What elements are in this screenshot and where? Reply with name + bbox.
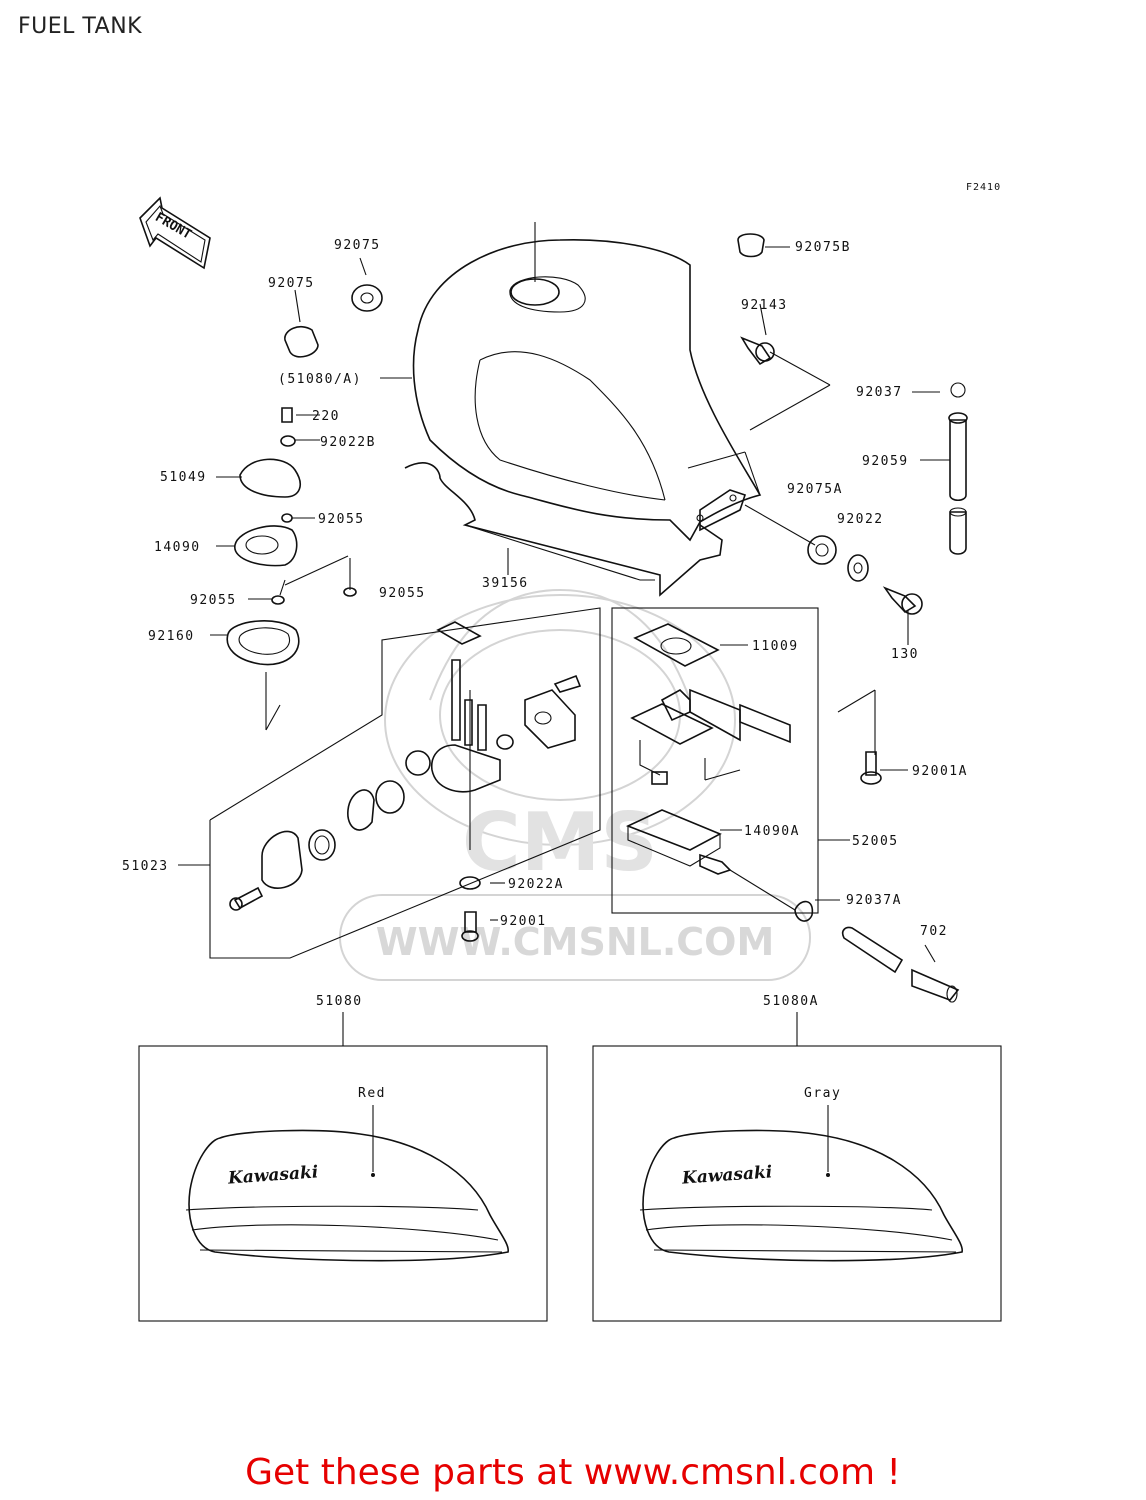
kawasaki-badge-gray: Kawasaki bbox=[680, 1162, 772, 1188]
watermark-url: WWW.CMSNL.COM bbox=[376, 920, 775, 964]
footer-promo-link[interactable]: Get these parts at www.cmsnl.com ! bbox=[245, 1452, 901, 1493]
label-39156: 39156 bbox=[482, 576, 529, 591]
label-51080A: 51080A bbox=[763, 994, 819, 1009]
front-direction-arrow: FRONT bbox=[139, 196, 211, 270]
clip-92037A bbox=[794, 900, 814, 922]
fuel-gauge-assembly-52005 bbox=[611, 607, 850, 914]
part-labels: 92075 92075 92075B 92143 92037 (51080/A)… bbox=[122, 238, 968, 1009]
leader-lines bbox=[178, 246, 950, 963]
label-220: 220 bbox=[312, 409, 340, 424]
kawasaki-badge-red: Kawasaki bbox=[226, 1162, 318, 1188]
cms-watermark: CMS WWW.CMSNL.COM bbox=[339, 588, 811, 981]
label-92037A: 92037A bbox=[846, 893, 902, 908]
label-92143: 92143 bbox=[741, 298, 788, 313]
label-92075A: 92075A bbox=[787, 482, 843, 497]
label-92059: 92059 bbox=[862, 454, 909, 469]
label-92022A: 92022A bbox=[508, 877, 564, 892]
label-92001: 92001 bbox=[500, 914, 547, 929]
bolt-92001A bbox=[860, 751, 882, 785]
label-52005: 52005 bbox=[852, 834, 899, 849]
label-51080: 51080 bbox=[316, 994, 363, 1009]
label-51023: 51023 bbox=[122, 859, 169, 874]
label-51049: 51049 bbox=[160, 470, 207, 485]
label-702: 702 bbox=[920, 924, 948, 939]
hose-702 bbox=[841, 926, 960, 1003]
label-92022: 92022 bbox=[837, 512, 884, 527]
variant-panel-red: Red Kawasaki bbox=[138, 1012, 548, 1322]
label-92055-a: 92055 bbox=[318, 512, 365, 527]
label-92075-a: 92075 bbox=[334, 238, 381, 253]
page-title: FUEL TANK bbox=[18, 14, 143, 39]
label-51080-ref: (51080/A) bbox=[278, 372, 362, 387]
small-parts bbox=[226, 233, 968, 666]
variant-panel-gray: Gray Kawasaki bbox=[592, 1012, 1002, 1322]
label-130: 130 bbox=[891, 647, 919, 662]
fuel-tap-assembly-51023 bbox=[209, 607, 601, 959]
figure-code: F2410 bbox=[966, 182, 1001, 193]
label-92160: 92160 bbox=[148, 629, 195, 644]
label-92022B: 92022B bbox=[320, 435, 376, 450]
label-92037: 92037 bbox=[856, 385, 903, 400]
label-92001A: 92001A bbox=[912, 764, 968, 779]
variant-color-red: Red bbox=[358, 1086, 386, 1101]
label-92055-b: 92055 bbox=[190, 593, 237, 608]
fuel-tank-parts-diagram: CMS WWW.CMSNL.COM F2410 FRONT bbox=[122, 182, 1002, 1322]
label-11009: 11009 bbox=[752, 639, 799, 654]
fuel-tank bbox=[404, 222, 762, 597]
label-92075-b: 92075 bbox=[268, 276, 315, 291]
label-14090: 14090 bbox=[154, 540, 201, 555]
label-92055-c: 92055 bbox=[379, 586, 426, 601]
label-14090A: 14090A bbox=[744, 824, 800, 839]
label-92075B: 92075B bbox=[795, 240, 851, 255]
variant-color-gray: Gray bbox=[804, 1086, 841, 1101]
